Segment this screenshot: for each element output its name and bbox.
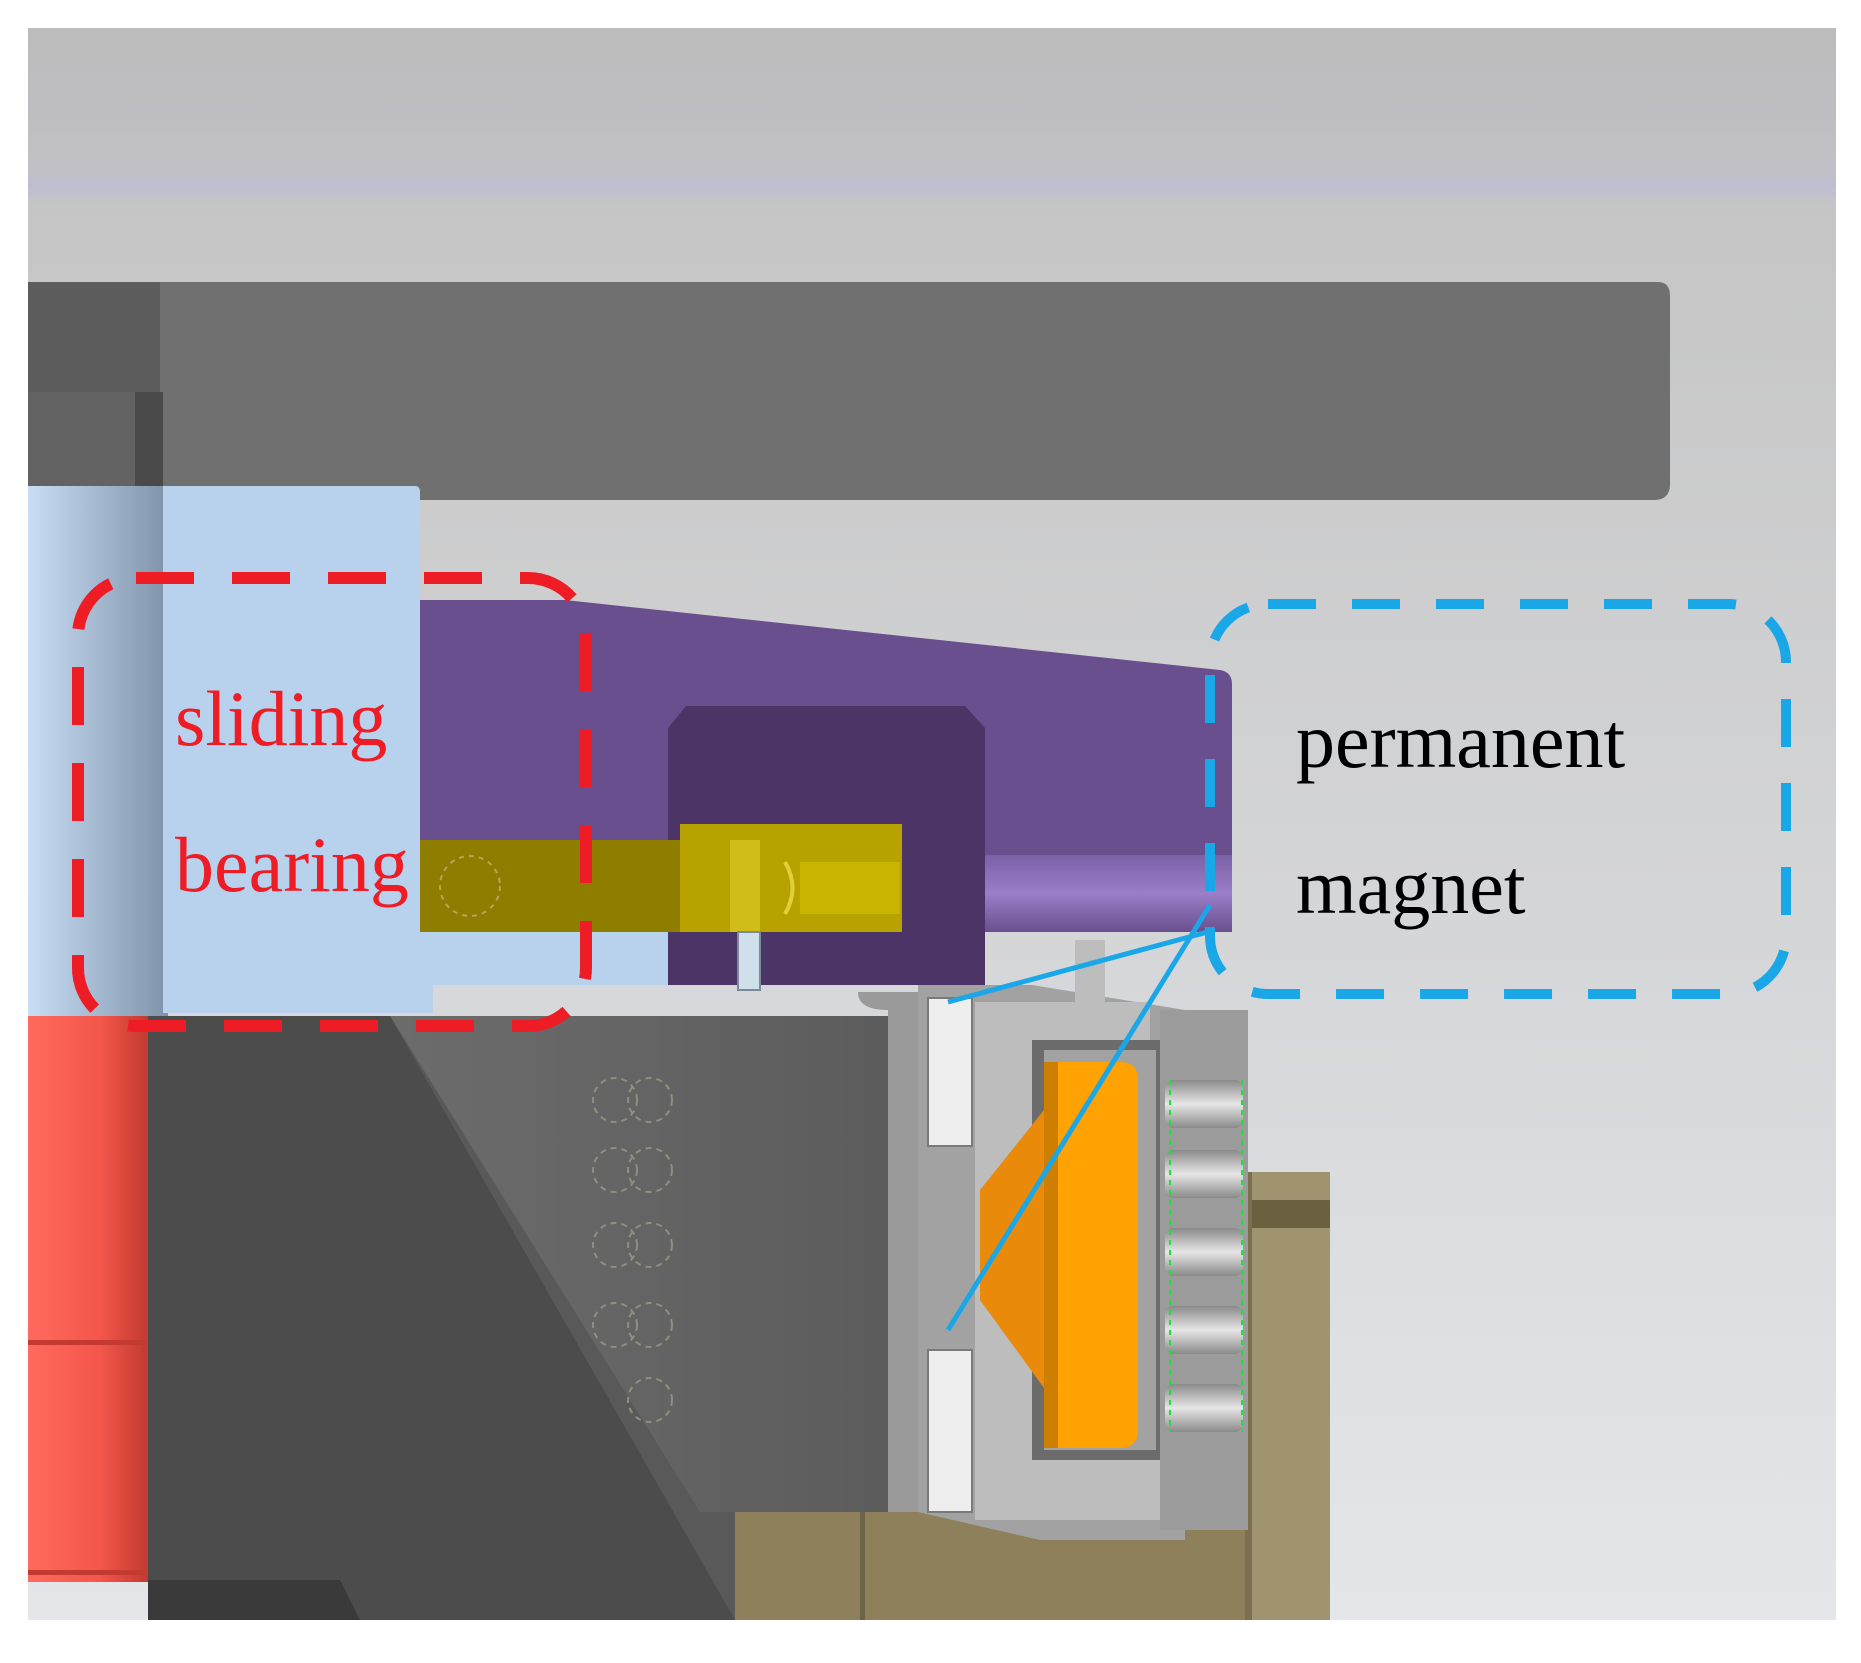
bolt-pattern-hidden-lines <box>592 1077 673 1423</box>
permanent-magnet <box>980 1062 1138 1448</box>
sliding-bearing-label-line1: sliding <box>175 675 388 762</box>
permanent-magnet-label-line1: permanent <box>1296 697 1626 784</box>
magnet-leader-lines <box>945 903 1216 1332</box>
top-housing <box>28 282 1670 500</box>
sliding-bearing-label-line2: bearing <box>175 821 409 908</box>
screw <box>420 824 902 991</box>
shaft <box>28 486 168 1582</box>
sliding-bearing-callout-box <box>72 572 592 1032</box>
permanent-magnet-label-line2: magnet <box>1296 843 1526 930</box>
permanent-magnet-callout-box <box>1205 599 1791 999</box>
bearing-block <box>163 486 918 1013</box>
roller-bearing <box>1160 1010 1248 1530</box>
